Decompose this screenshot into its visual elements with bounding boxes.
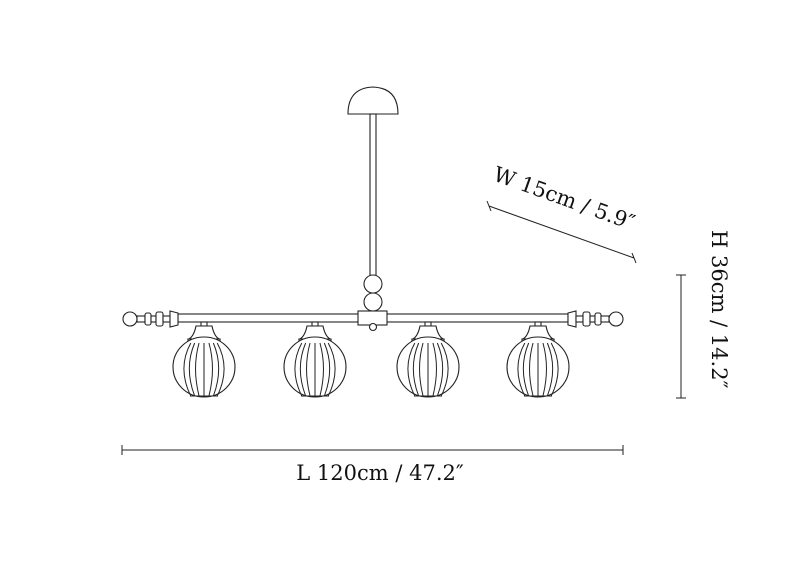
chandelier-drawing <box>122 86 624 398</box>
rod-ball-upper <box>363 274 383 294</box>
rod-ball-lower <box>363 292 383 312</box>
glass-shade <box>172 321 236 398</box>
glass-shade <box>283 321 347 398</box>
width-dimension: W 15cm / 5.9″ <box>486 162 638 264</box>
length-dimension: L 120cm / 47.2″ <box>121 445 624 485</box>
height-label: H 36cm / 14.2″ <box>707 230 731 389</box>
height-dimension: H 36cm / 14.2″ <box>676 230 731 399</box>
width-label: W 15cm / 5.9″ <box>490 162 638 235</box>
right-finial <box>567 310 624 328</box>
left-finial <box>122 310 179 328</box>
glass-shade <box>506 321 570 398</box>
length-label: L 120cm / 47.2″ <box>296 461 464 485</box>
down-rod <box>369 113 377 277</box>
center-connector <box>357 310 388 326</box>
ceiling-canopy <box>347 86 399 115</box>
glass-shade <box>396 321 460 398</box>
center-knob <box>368 322 378 332</box>
